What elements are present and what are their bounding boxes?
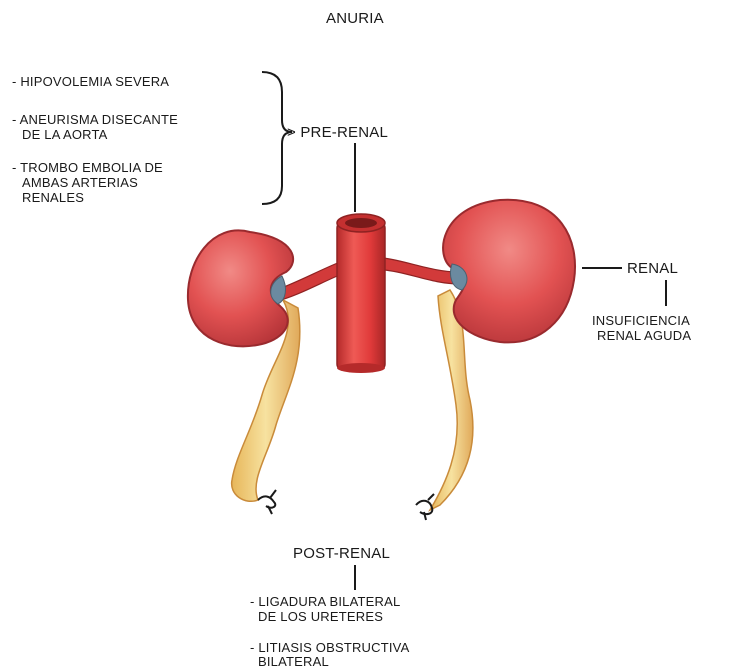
diagram-title: ANURIA [326,10,384,27]
prerenal-cause-3-line-3: RENALES [22,190,84,205]
prerenal-label: > PRE-RENAL [287,124,388,141]
right-kidney [443,200,575,343]
renal-cause-line-2: RENAL AGUDA [597,328,691,343]
renal-label: RENAL [627,260,678,277]
prerenal-cause-3-line-2: AMBAS ARTERIAS [22,175,138,190]
right-ligature-icon [416,494,434,520]
postrenal-cause-2-line-2: BILATERAL [258,654,329,669]
left-ligature-icon [258,490,276,514]
prerenal-cause-3-line-1: - TROMBO EMBOLIA DE [12,160,163,175]
left-kidney [188,230,293,346]
postrenal-cause-1-line-1: - LIGADURA BILATERAL [250,594,400,609]
postrenal-label: POST-RENAL [293,545,390,562]
renal-cause-line-1: INSUFICIENCIA [592,313,690,328]
prerenal-cause-2-line-2: DE LA AORTA [22,127,108,142]
postrenal-cause-1-line-2: DE LOS URETERES [258,609,383,624]
prerenal-cause-2-line-1: - ANEURISMA DISECANTE [12,112,178,127]
prerenal-cause-1: - HIPOVOLEMIA SEVERA [12,74,169,89]
postrenal-cause-2-line-1: - LITIASIS OBSTRUCTIVA [250,640,409,655]
aorta [337,214,385,373]
